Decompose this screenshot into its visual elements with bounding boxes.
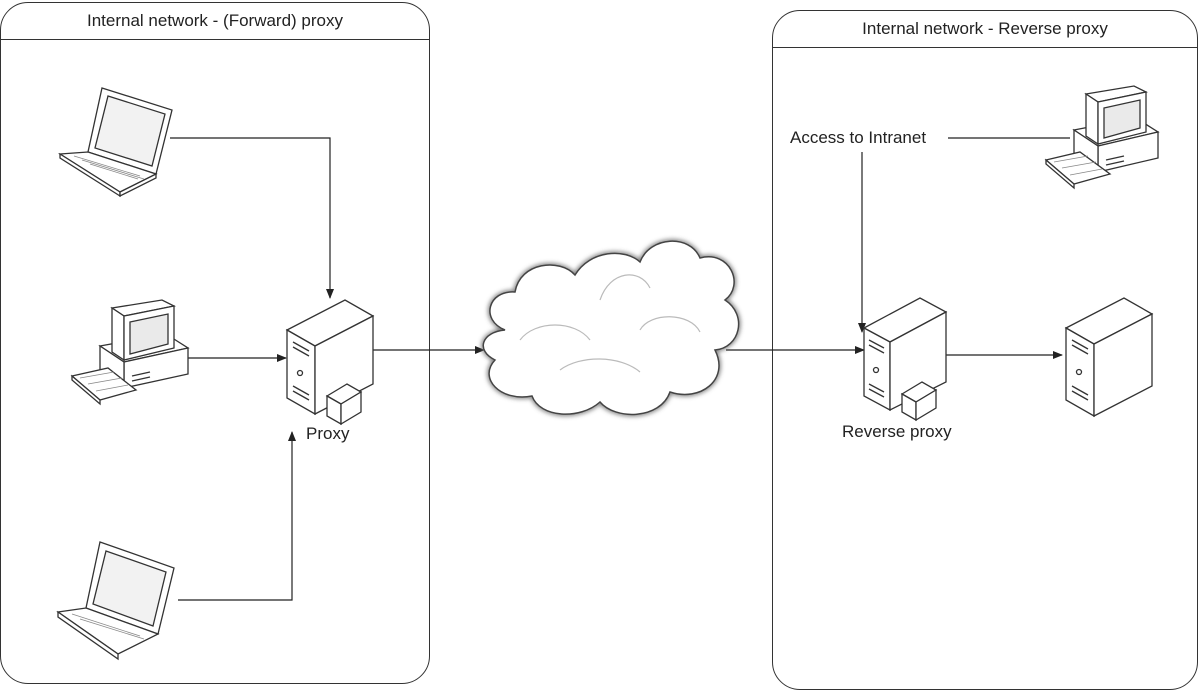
access-intranet-label: Access to Intranet: [790, 128, 929, 148]
connector-laptop-bottom-to-proxy: [178, 431, 296, 601]
laptop-top-icon: [57, 87, 173, 198]
proxy-server-icon: [285, 299, 375, 426]
forward-panel-title: Internal network - (Forward) proxy: [1, 3, 429, 40]
proxy-label: Proxy: [306, 424, 350, 443]
connectors: [170, 137, 1070, 601]
reverse-proxy-server-icon: [862, 297, 948, 422]
reverse-proxy-label: Reverse proxy: [842, 422, 952, 441]
laptop-bottom-icon: [56, 541, 175, 661]
internet-cloud-icon: [481, 239, 741, 416]
desktop-right-icon: [1044, 85, 1160, 190]
reverse-panel-title: Internal network - Reverse proxy: [773, 11, 1197, 48]
desktop-left-icon: [70, 299, 190, 406]
connector-laptop-top-to-proxy: [170, 137, 334, 299]
backend-server-icon: [1064, 297, 1154, 418]
